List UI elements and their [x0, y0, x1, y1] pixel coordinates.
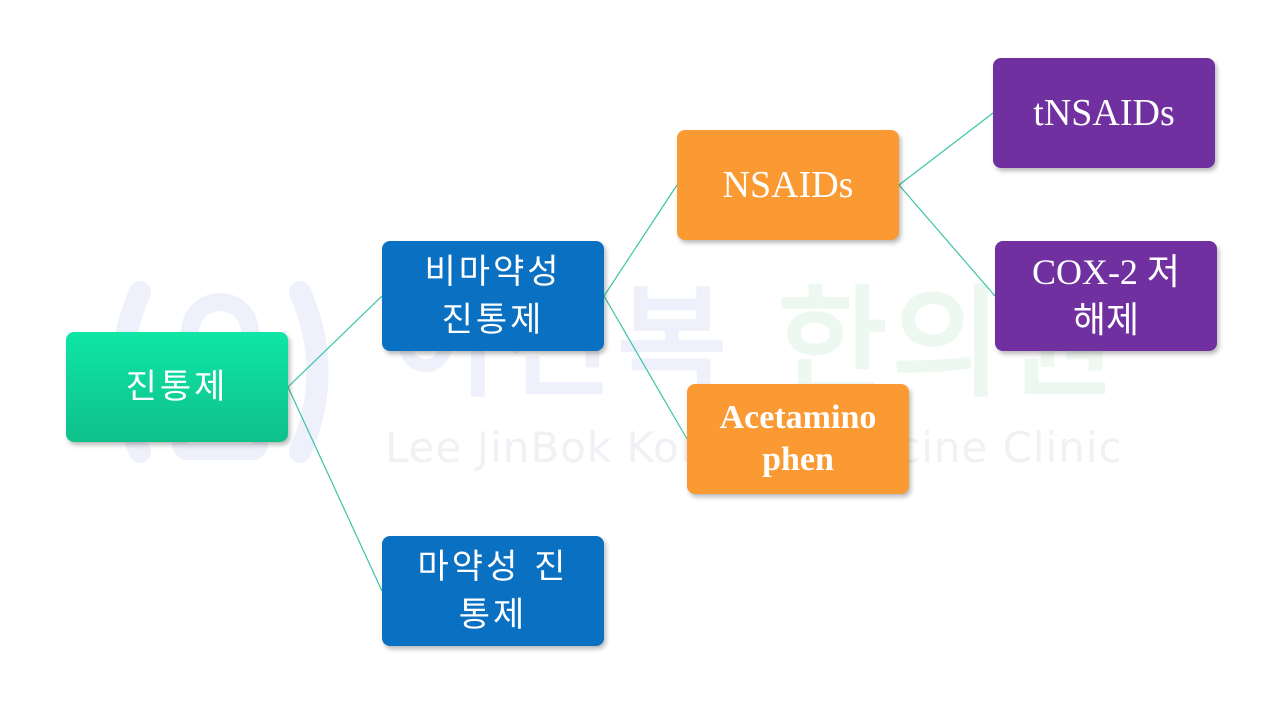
- node-opioid-line2: 통제: [458, 595, 528, 635]
- connector-nonopioid-nsaids: [603, 184, 678, 297]
- node-non-opioid-line1: 비마약성: [424, 252, 562, 292]
- node-cox2-inhibitors: COX-2 저 해제: [995, 241, 1217, 351]
- node-non-opioid-line2: 진통제: [441, 300, 545, 340]
- node-opioid-analgesics: 마약성 진 통제: [382, 536, 604, 646]
- node-analgesics-label: 진통제: [125, 367, 229, 407]
- node-acetaminophen: Acetamino phen: [687, 384, 909, 494]
- node-acetaminophen-line2: phen: [762, 441, 834, 478]
- connector-nonopioid-acetaminophen: [603, 295, 688, 440]
- connector-root-nonopioid: [287, 295, 383, 388]
- node-non-opioid-analgesics: 비마약성 진통제: [382, 241, 604, 351]
- node-tnsaids: tNSAIDs: [993, 58, 1215, 168]
- node-cox2-line1: COX-2 저: [1031, 252, 1181, 292]
- node-tnsaids-label: tNSAIDs: [1033, 92, 1175, 134]
- node-analgesics: 진통제: [66, 332, 288, 442]
- node-acetaminophen-line1: Acetamino: [719, 399, 877, 436]
- connector-nsaids-tnsaids: [898, 112, 994, 186]
- connector-root-opioid: [287, 386, 383, 592]
- node-cox2-line2: 해제: [1072, 300, 1140, 340]
- connector-nsaids-cox2: [898, 184, 996, 297]
- node-nsaids-label: NSAIDs: [722, 164, 854, 206]
- node-opioid-line1: 마약성 진: [417, 547, 569, 587]
- node-nsaids: NSAIDs: [677, 130, 899, 240]
